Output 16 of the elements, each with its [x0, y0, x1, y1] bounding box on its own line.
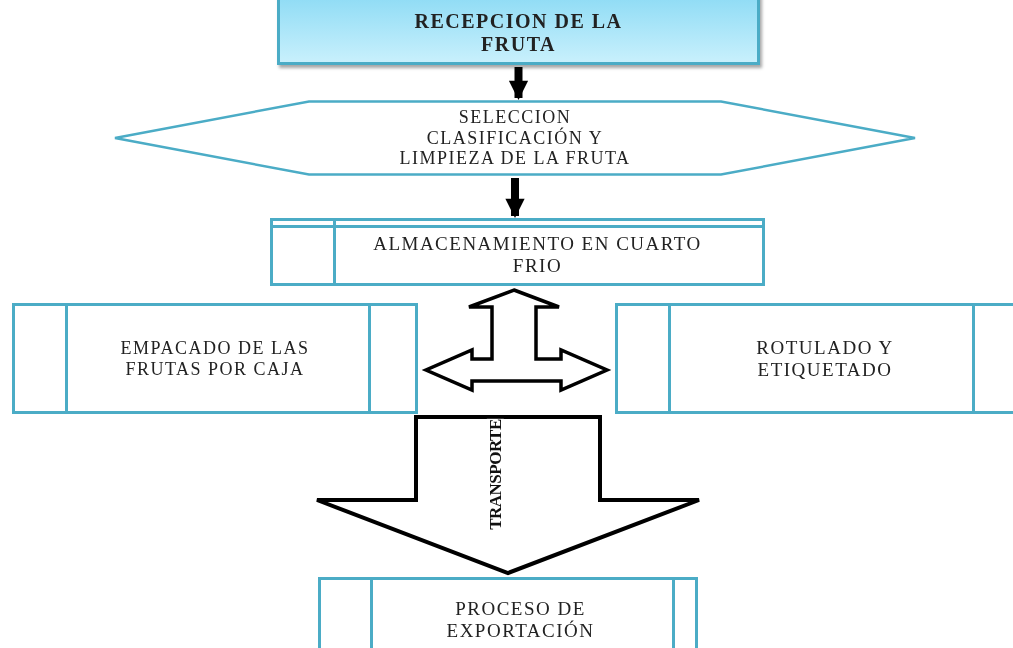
arrow	[508, 67, 529, 100]
node-label: PROCESO DE EXPORTACIÓN	[445, 597, 596, 642]
process-box	[12, 303, 418, 414]
process-box	[318, 577, 698, 648]
process-box	[270, 218, 765, 286]
node-label: SELECCION CLASIFICACIÓN Y LIMPIEZA DE LA FRUTA	[398, 106, 632, 170]
edge-label: TRANSPORTE	[486, 418, 504, 530]
node-label: EMPACADO DE LAS FRUTAS POR CAJA	[119, 337, 311, 380]
node-label: ALMACENAMIENTO EN CUARTO FRIO	[372, 233, 703, 277]
node-label: ROTULADO Y ETIQUETADO	[755, 336, 895, 381]
block-arrow	[315, 415, 701, 576]
node-label: RECEPCION DE LA FRUTA	[413, 9, 624, 56]
hexagon-shape	[113, 100, 917, 176]
block-arrow	[421, 288, 612, 393]
process-box	[615, 303, 1013, 414]
process-box	[277, 0, 760, 65]
